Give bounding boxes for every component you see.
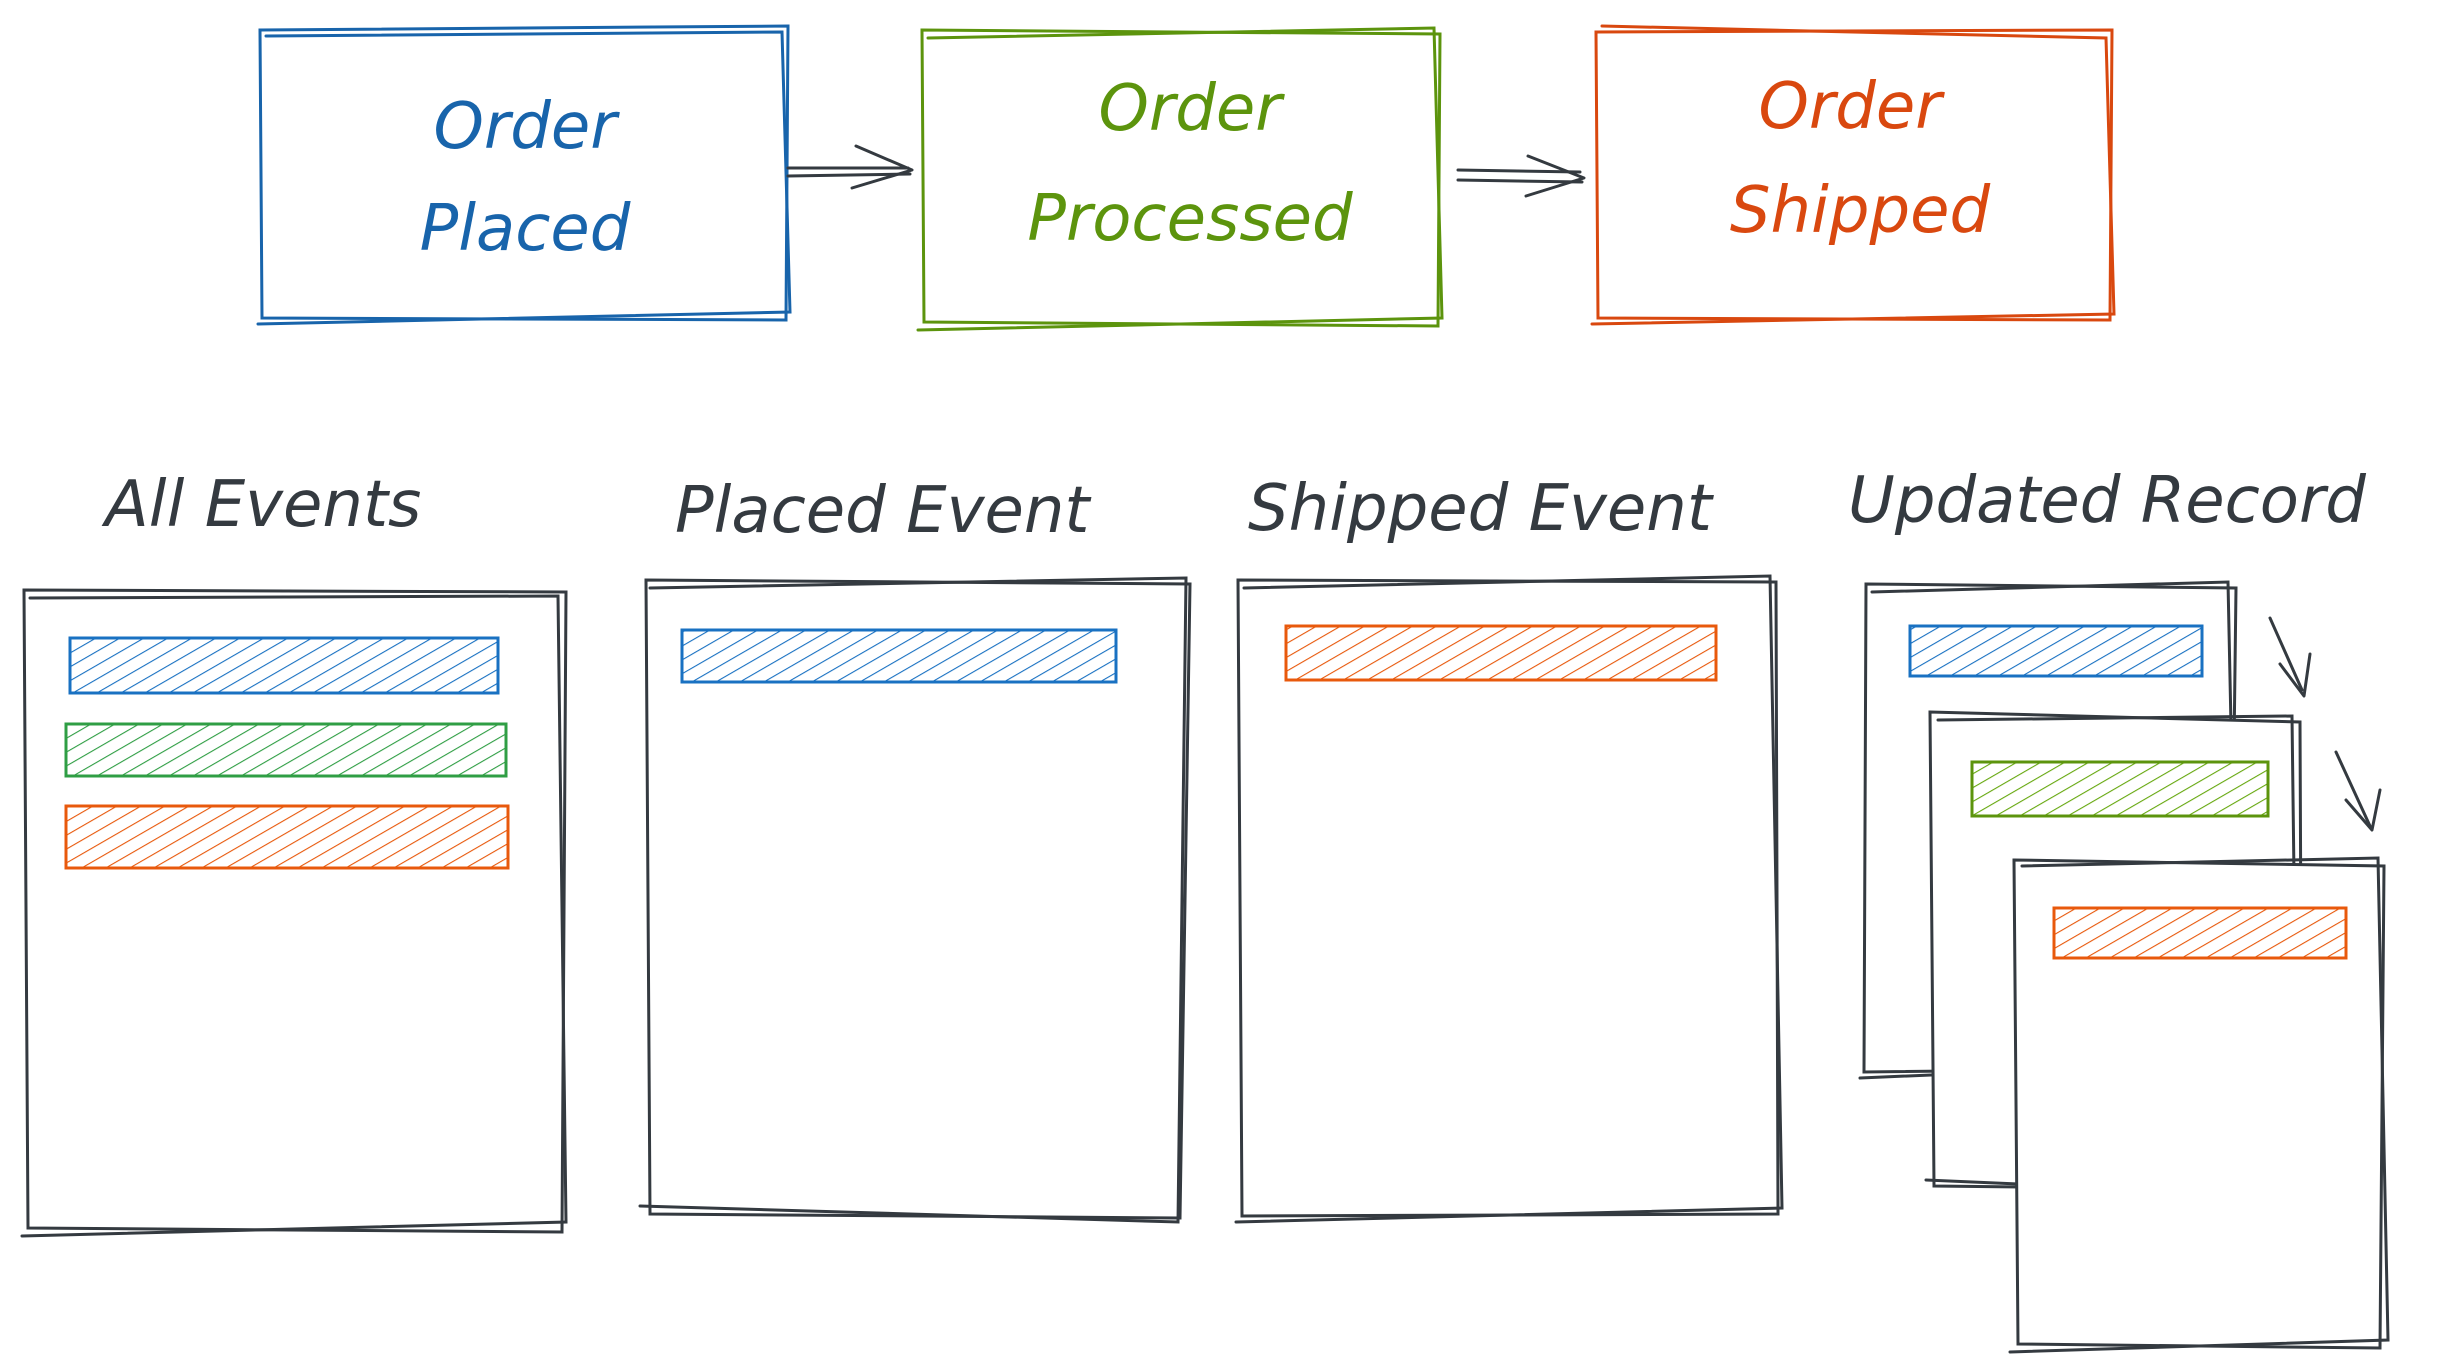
section-title-placed-event: Placed Event [675,474,1092,548]
stage-label-line-1: Order [1099,72,1286,146]
stage-order-placed: Order Placed [256,24,792,326]
arrow-record-update-1 [2268,616,2312,698]
record-version-1 [1858,580,2240,1080]
arrow-placed-to-processed [786,144,914,190]
event-bar-processed [64,722,508,778]
stage-label-line-1: Order [434,90,621,164]
stage-label-line-2: Placed [420,192,631,266]
event-bar-shipped [1284,624,1718,682]
section-all-events: All Events [20,468,568,1238]
section-updated-record: Updated Record [1848,464,2390,1354]
section-shipped-event: Shipped Event [1234,472,1784,1224]
stage-order-shipped: Order Shipped [1590,24,2116,326]
stage-label-line-2: Shipped [1730,174,1991,248]
section-title-all-events: All Events [101,468,421,542]
event-bar-shipped [2052,906,2348,960]
event-bar-placed [680,628,1118,684]
event-bar-processed [1970,760,2270,818]
record-version-3 [2008,856,2390,1354]
section-placed-event: Placed Event [638,474,1192,1224]
stage-label-line-1: Order [1759,70,1946,144]
stage-order-processed: Order Processed [916,26,1444,332]
event-bar-shipped [64,804,510,870]
arrow-processed-to-shipped [1456,154,1586,198]
arrow-record-update-2 [2334,750,2382,832]
stage-label-line-2: Processed [1027,182,1353,256]
event-bar-placed [1908,624,2204,678]
event-bar-placed [68,636,500,695]
section-title-shipped-event: Shipped Event [1248,472,1715,546]
section-title-updated-record: Updated Record [1848,464,2366,538]
